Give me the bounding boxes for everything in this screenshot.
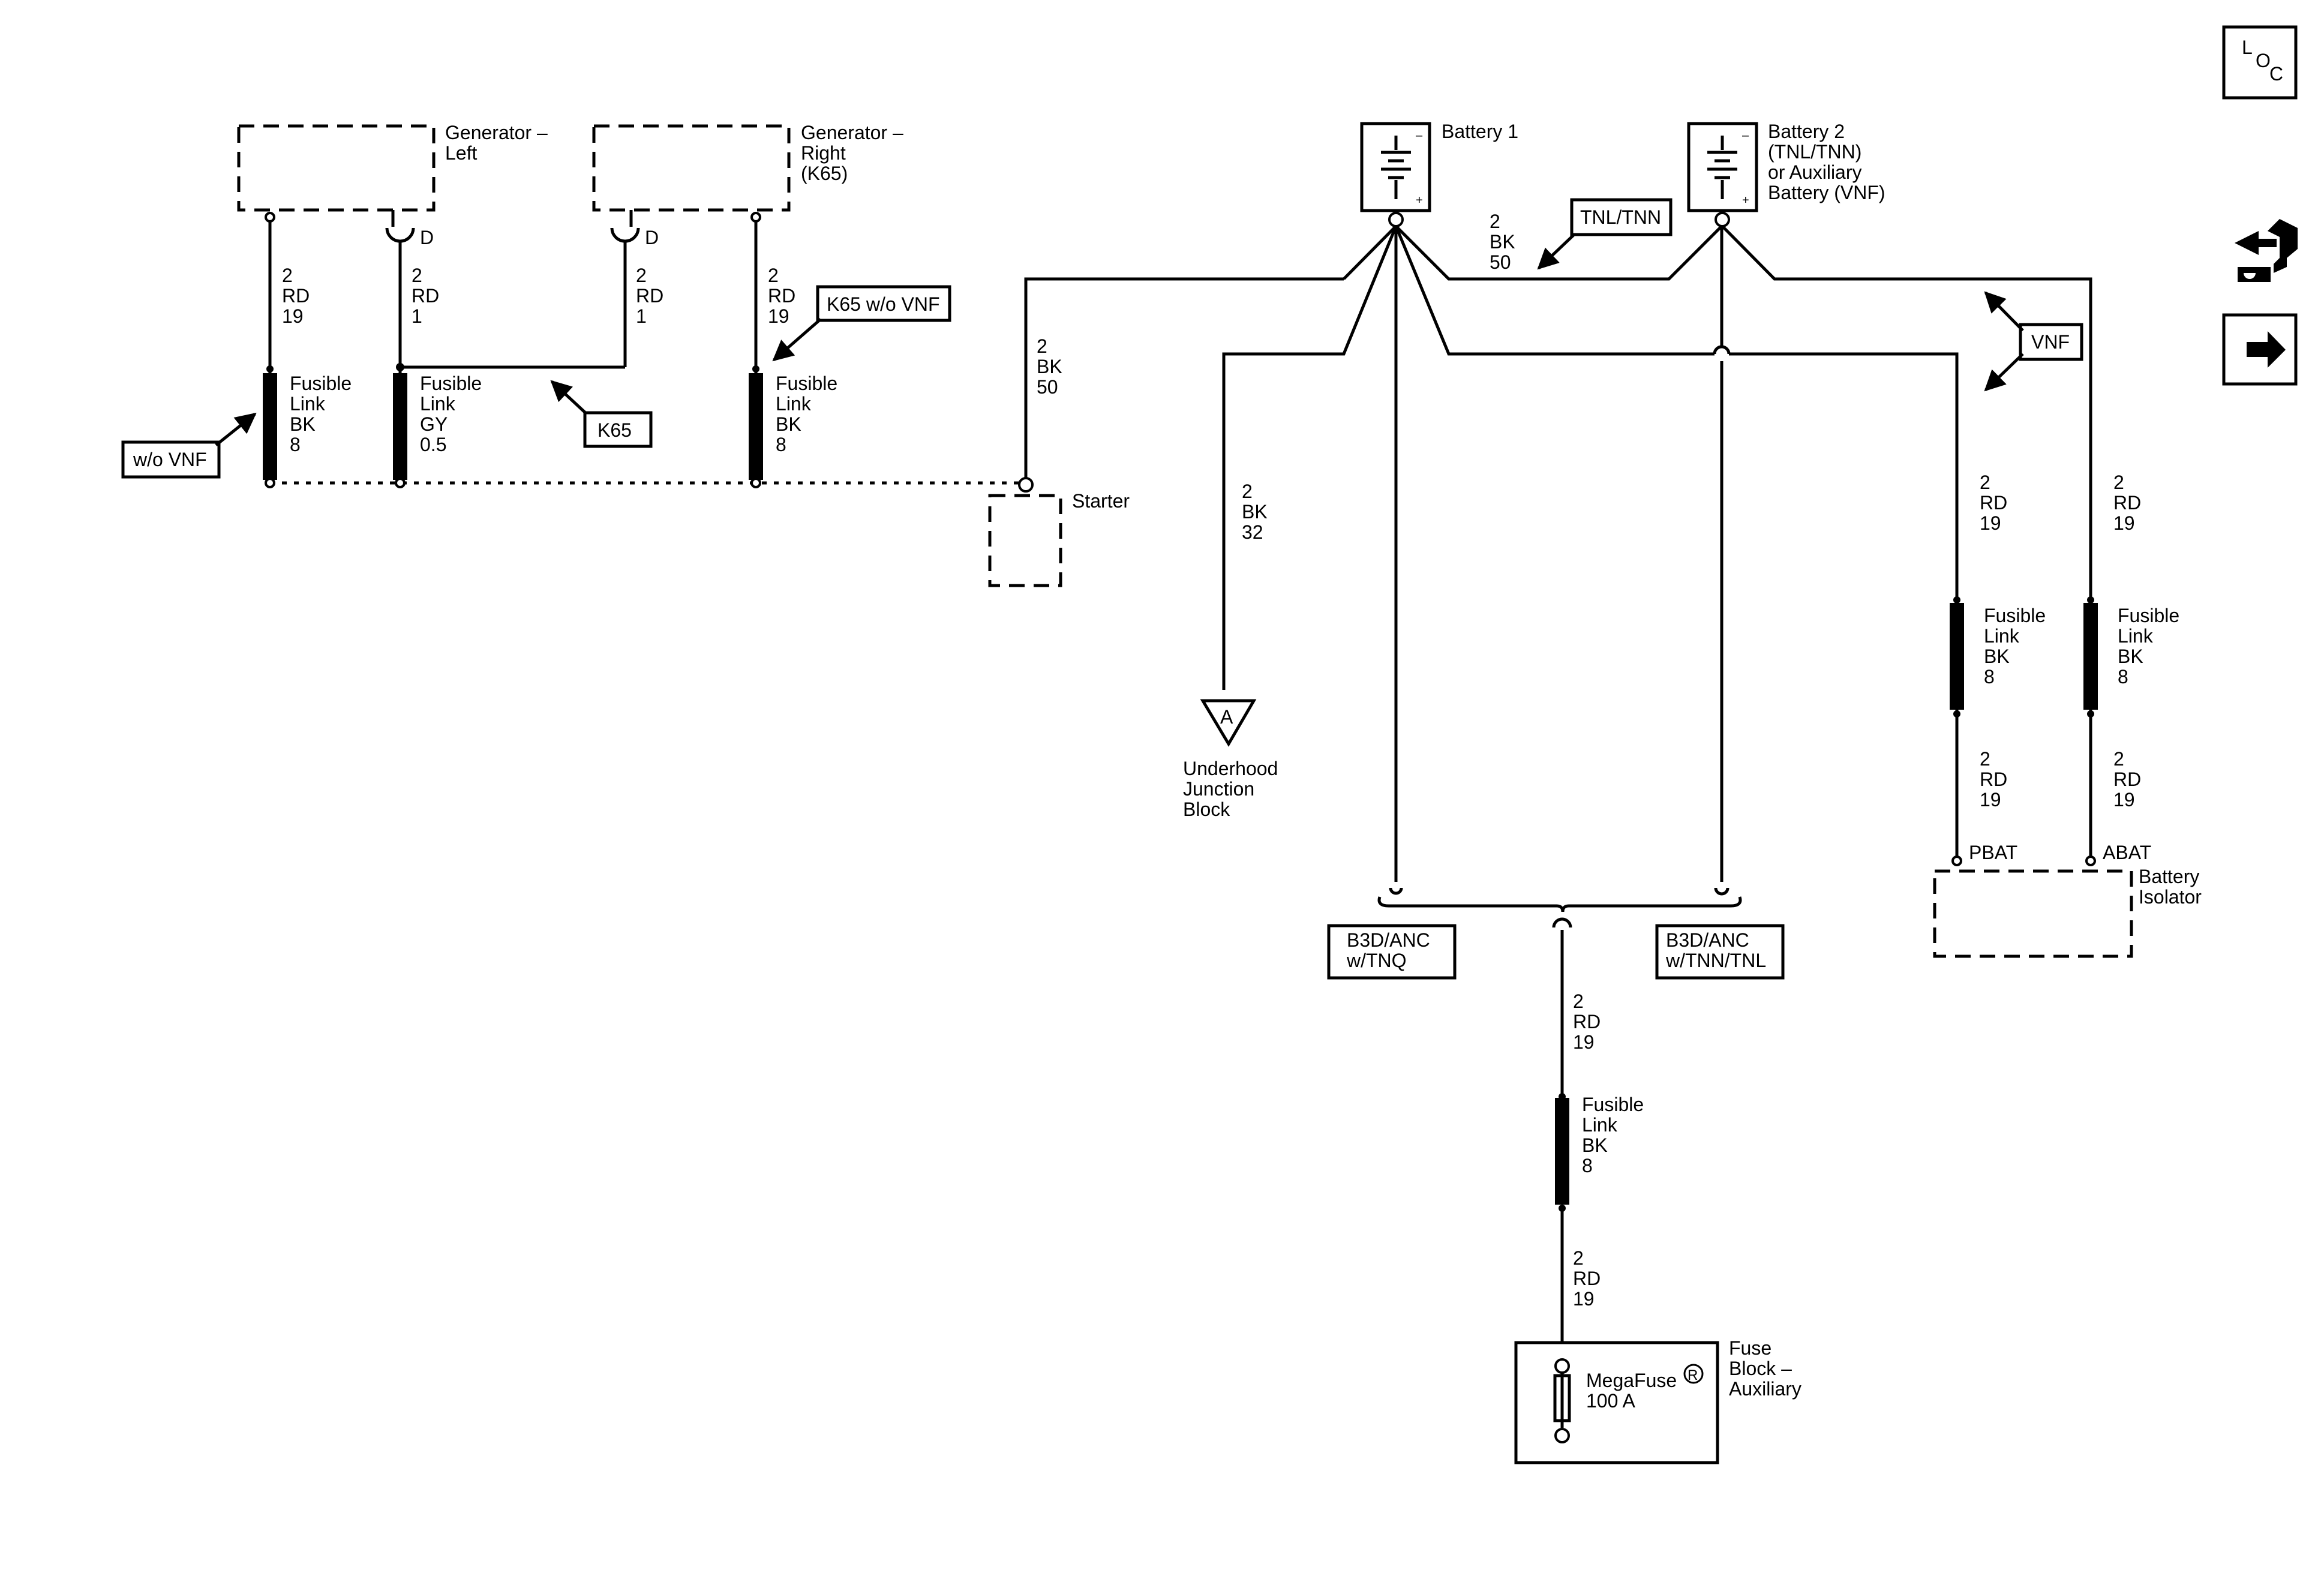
generator-left: Generator –Left: [237, 122, 548, 212]
option-label-tnl-tnn: TNL/TNN: [1537, 198, 1673, 270]
svg-text:–: –: [1416, 129, 1423, 142]
connector-icon[interactable]: [2235, 219, 2298, 282]
svg-text:A: A: [1220, 706, 1233, 728]
svg-text:C: C: [2269, 63, 2283, 85]
battery-1-label: Battery 1: [1442, 121, 1518, 142]
svg-text:K65: K65: [597, 419, 632, 441]
option-label-k65-wo-vnf: K65 w/o VNF: [772, 285, 951, 362]
svg-text:+: +: [1416, 194, 1423, 207]
option-label-k65: K65: [550, 380, 653, 448]
next-icon[interactable]: [2222, 313, 2298, 386]
terminal: [750, 212, 761, 223]
svg-text:–: –: [1742, 129, 1749, 142]
terminal: [1951, 855, 1962, 866]
svg-text:K65 w/o VNF: K65 w/o VNF: [827, 293, 940, 315]
svg-text:+: +: [1742, 194, 1749, 207]
starter: Starter: [988, 477, 1130, 587]
terminal: [1018, 477, 1034, 493]
svg-text:TNL/TNN: TNL/TNN: [1580, 206, 1661, 228]
pin-label: D: [420, 227, 434, 248]
pin-label: D: [645, 227, 659, 248]
option-label-wo-vnf: w/o VNF: [121, 412, 257, 479]
svg-text:w/o VNF: w/o VNF: [133, 449, 207, 470]
svg-text:R: R: [1688, 1367, 1698, 1383]
generator-right: Generator –Right(K65): [592, 122, 903, 212]
pin-label: ABAT: [2103, 842, 2151, 863]
terminal: [1715, 212, 1730, 227]
terminal: [1388, 212, 1404, 227]
generator-left-label: Generator –Left: [445, 122, 548, 164]
svg-text:VNF: VNF: [2031, 331, 2070, 353]
terminal: [1554, 1358, 1570, 1374]
terminal: [2085, 855, 2096, 866]
svg-text:L: L: [2242, 37, 2253, 58]
starter-label: Starter: [1072, 490, 1130, 512]
terminal: [1554, 1428, 1570, 1443]
battery-1: – + Battery 1: [1360, 121, 1518, 227]
generator-right-label: Generator –Right(K65): [801, 122, 903, 184]
terminal: [265, 212, 275, 223]
option-label-vnf: VNF: [1984, 291, 2083, 392]
loc-icon[interactable]: L O C: [2222, 25, 2298, 100]
svg-text:O: O: [2256, 50, 2271, 71]
pin-label: PBAT: [1969, 842, 2017, 863]
